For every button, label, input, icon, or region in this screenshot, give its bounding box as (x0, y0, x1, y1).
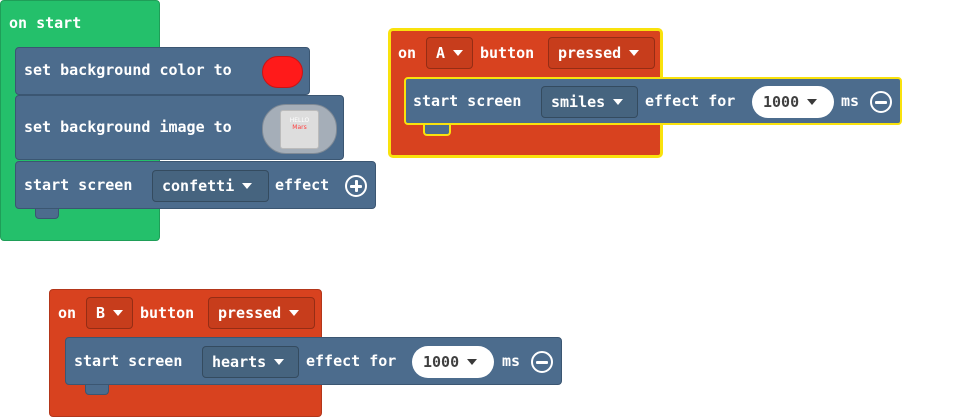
event-dropdown-pressed[interactable]: pressed (208, 297, 315, 329)
start-screen-label: start screen (24, 176, 133, 194)
set-background-color-label: set background color to (24, 61, 232, 79)
thumbnail-text-2: Mars (292, 124, 307, 131)
event-dropdown-pressed[interactable]: pressed (548, 37, 655, 69)
image-picker[interactable]: HELLO Mars (262, 104, 337, 154)
chevron-down-icon (242, 183, 253, 189)
start-screen-confetti-block[interactable]: start screen confetti effect (15, 161, 376, 209)
button-label: button (480, 44, 535, 62)
duration-value: 1000 (763, 93, 800, 111)
effect-dropdown-value: hearts (212, 353, 267, 371)
plus-icon[interactable] (345, 175, 367, 197)
chevron-down-icon (113, 310, 124, 316)
effect-dropdown-hearts[interactable]: hearts (202, 346, 299, 378)
chevron-down-icon (629, 50, 640, 56)
on-label: on (398, 44, 417, 62)
button-dropdown-b[interactable]: B (86, 297, 133, 329)
set-background-color-block[interactable]: set background color to (15, 47, 310, 95)
duration-input[interactable]: 1000 (752, 86, 834, 118)
effect-dropdown-value: confetti (162, 177, 235, 195)
start-screen-label: start screen (74, 352, 183, 370)
event-dropdown-value: pressed (218, 304, 282, 322)
start-screen-smiles-block[interactable]: start screen smiles effect for 1000 ms (404, 77, 902, 125)
image-thumbnail: HELLO Mars (280, 110, 319, 149)
duration-input[interactable]: 1000 (412, 346, 494, 378)
start-screen-hearts-block[interactable]: start screen hearts effect for 1000 ms (65, 337, 562, 385)
chevron-down-icon (613, 99, 624, 105)
chevron-down-icon (289, 310, 300, 316)
button-dropdown-a[interactable]: A (426, 37, 473, 69)
start-screen-label: start screen (413, 92, 522, 110)
on-label: on (58, 304, 77, 322)
effect-label: effect (275, 176, 330, 194)
on-start-label: on start (9, 14, 82, 32)
set-background-image-label: set background image to (24, 118, 232, 136)
block-notch (423, 125, 451, 136)
event-dropdown-value: pressed (558, 44, 622, 62)
chevron-down-icon (453, 50, 464, 56)
effect-for-label: effect for (306, 352, 397, 370)
chevron-down-icon (274, 359, 285, 365)
duration-value: 1000 (423, 353, 460, 371)
minus-icon[interactable] (870, 91, 892, 113)
button-dropdown-value: B (96, 304, 106, 322)
chevron-down-icon (807, 99, 818, 105)
effect-dropdown-smiles[interactable]: smiles (541, 86, 638, 118)
effect-for-label: effect for (645, 92, 736, 110)
block-notch (35, 209, 59, 219)
button-dropdown-value: A (436, 44, 446, 62)
color-swatch[interactable] (262, 56, 303, 88)
minus-icon[interactable] (531, 351, 553, 373)
thumbnail-text-1: HELLO (289, 117, 310, 124)
ms-label: ms (502, 352, 521, 370)
effect-dropdown-confetti[interactable]: confetti (152, 170, 269, 202)
block-notch (85, 385, 109, 395)
ms-label: ms (841, 92, 860, 110)
set-background-image-block[interactable]: set background image to HELLO Mars (15, 95, 344, 160)
chevron-down-icon (467, 359, 478, 365)
effect-dropdown-value: smiles (551, 93, 606, 111)
button-label: button (140, 304, 195, 322)
